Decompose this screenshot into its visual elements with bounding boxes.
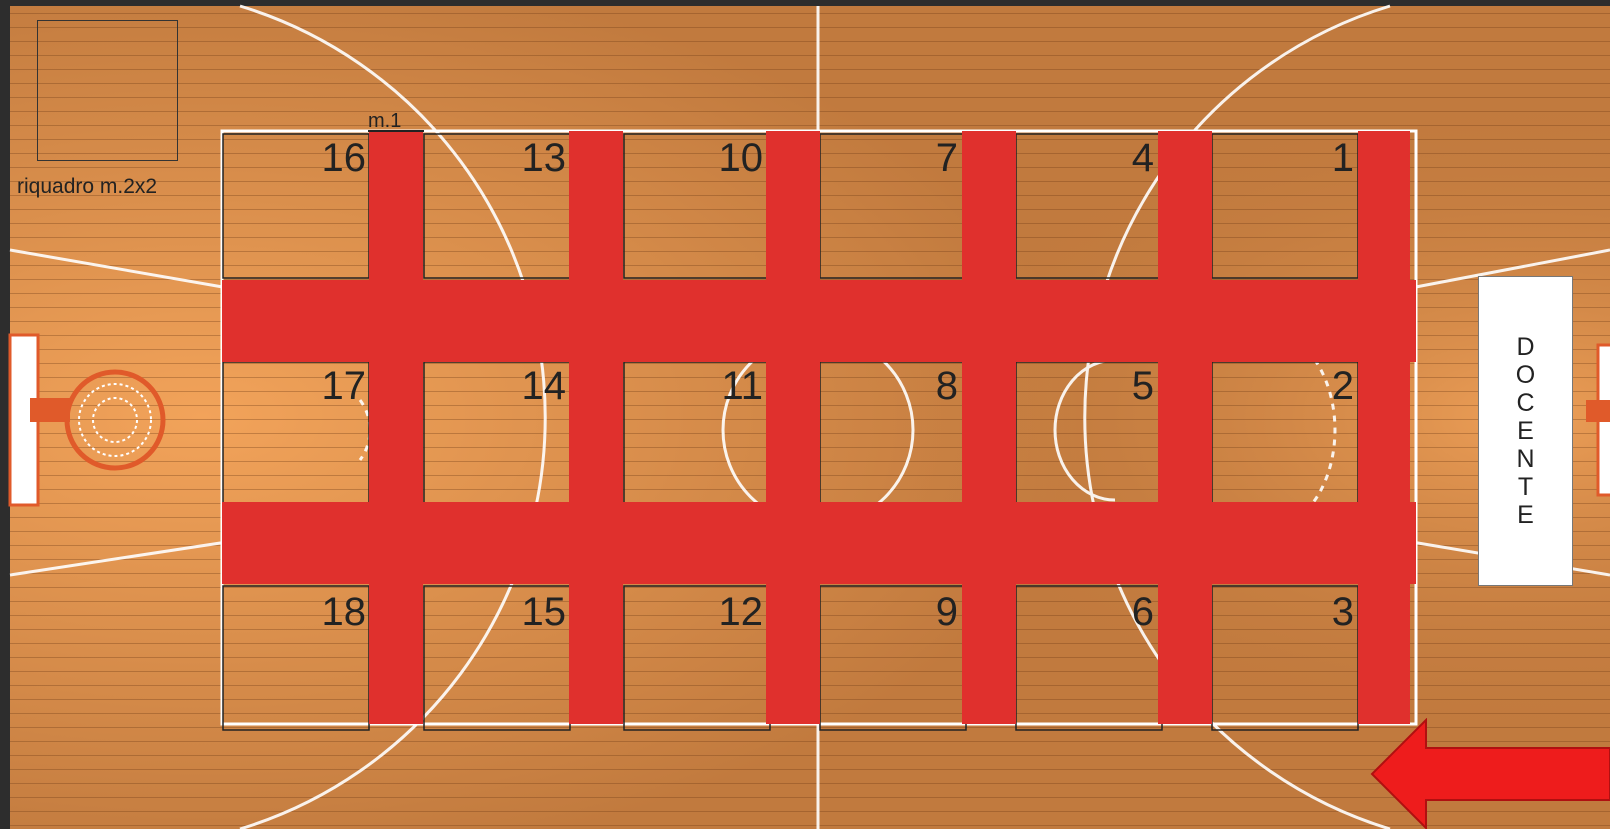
corridor-vertical (766, 131, 820, 724)
seat-number: 3 (1274, 592, 1354, 632)
teacher-label-letter: N (1516, 445, 1534, 473)
corridor-vertical (962, 131, 1016, 724)
seat-number: 4 (1074, 138, 1154, 178)
corridor-vertical (1358, 131, 1410, 724)
seat-number: 12 (683, 592, 763, 632)
corridor-vertical (1158, 131, 1212, 724)
seat-number: 6 (1074, 592, 1154, 632)
legend-label: riquadro m.2x2 (17, 175, 157, 199)
seat-number: 10 (683, 138, 763, 178)
teacher-label-letter: E (1517, 501, 1534, 529)
teacher-label-letter: D (1516, 333, 1534, 361)
seat-number: 16 (286, 138, 366, 178)
arrow-left-icon (1370, 718, 1610, 829)
teacher-label-letter: C (1516, 389, 1534, 417)
seat-number: 17 (286, 366, 366, 406)
teacher-label-letter: T (1518, 473, 1533, 501)
seat-number: 13 (486, 138, 566, 178)
teacher-label-letter: O (1516, 361, 1535, 389)
seat-number: 2 (1274, 366, 1354, 406)
seat-number: 5 (1074, 366, 1154, 406)
scale-label: m.1 (368, 110, 401, 133)
legend-square-2x2 (37, 20, 178, 161)
corridor-vertical (569, 131, 623, 724)
seat-number: 8 (878, 366, 958, 406)
seat-number: 1 (1274, 138, 1354, 178)
seat-number: 11 (683, 366, 763, 406)
teacher-label-letter: E (1517, 417, 1534, 445)
teacher-desk: D O C E N T E (1478, 276, 1573, 586)
seat-number: 9 (878, 592, 958, 632)
seat-number: 14 (486, 366, 566, 406)
seat-number: 15 (486, 592, 566, 632)
seat-number: 18 (286, 592, 366, 632)
corridor-vertical (369, 131, 423, 724)
seat-number: 7 (878, 138, 958, 178)
